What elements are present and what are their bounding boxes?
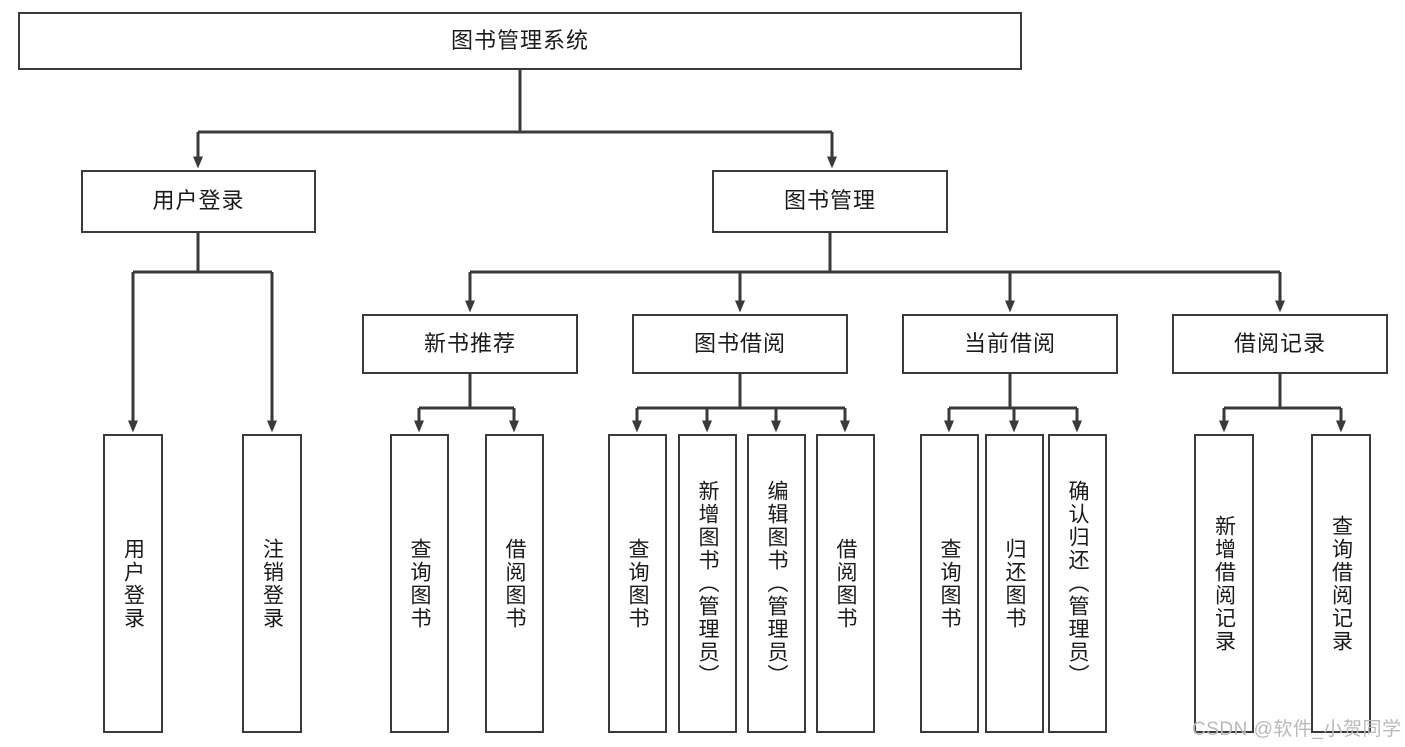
- node-leaf-borrow-book-2[interactable]: 借阅图书: [816, 434, 875, 733]
- node-leaf-borrow-book-2-label: 借阅图书: [834, 537, 858, 630]
- node-leaf-logout-login[interactable]: 注销登录: [242, 434, 302, 733]
- node-new-book-recommend[interactable]: 新书推荐: [362, 314, 578, 374]
- node-user-login[interactable]: 用户登录: [81, 170, 316, 233]
- node-book-management[interactable]: 图书管理: [712, 170, 948, 233]
- node-leaf-add-book-label: 新增图书（管理员）: [696, 480, 720, 687]
- node-borrow-record[interactable]: 借阅记录: [1172, 314, 1388, 374]
- node-leaf-add-book[interactable]: 新增图书（管理员）: [678, 434, 737, 733]
- node-leaf-query-book-2[interactable]: 查询图书: [608, 434, 667, 733]
- node-current-borrow[interactable]: 当前借阅: [902, 314, 1118, 374]
- node-leaf-borrow-book-1-label: 借阅图书: [503, 537, 527, 630]
- node-leaf-confirm-return[interactable]: 确认归还（管理员）: [1048, 434, 1107, 733]
- node-book-borrow-label: 图书借阅: [693, 330, 786, 356]
- node-book-borrow[interactable]: 图书借阅: [632, 314, 848, 374]
- node-leaf-borrow-book-1[interactable]: 借阅图书: [485, 434, 544, 733]
- node-leaf-add-borrow-record[interactable]: 新增借阅记录: [1194, 434, 1254, 733]
- node-leaf-query-book-2-label: 查询图书: [626, 537, 650, 630]
- node-leaf-add-borrow-record-label: 新增借阅记录: [1212, 514, 1236, 653]
- node-leaf-edit-book[interactable]: 编辑图书（管理员）: [747, 434, 806, 733]
- node-leaf-query-book-1-label: 查询图书: [408, 537, 432, 630]
- node-leaf-query-borrow-record-label: 查询借阅记录: [1329, 514, 1353, 653]
- node-leaf-edit-book-label: 编辑图书（管理员）: [765, 480, 789, 687]
- node-leaf-logout-login-label: 注销登录: [260, 537, 284, 630]
- node-user-login-label: 用户登录: [152, 188, 245, 214]
- node-leaf-query-book-3[interactable]: 查询图书: [920, 434, 979, 733]
- node-book-management-label: 图书管理: [783, 188, 876, 214]
- node-leaf-query-book-3-label: 查询图书: [938, 537, 962, 630]
- node-root[interactable]: 图书管理系统: [18, 12, 1022, 70]
- node-leaf-query-book-1[interactable]: 查询图书: [390, 434, 449, 733]
- node-root-label: 图书管理系统: [450, 27, 589, 53]
- node-leaf-confirm-return-label: 确认归还（管理员）: [1066, 480, 1090, 687]
- node-new-book-recommend-label: 新书推荐: [423, 330, 516, 356]
- node-borrow-record-label: 借阅记录: [1233, 330, 1326, 356]
- node-leaf-query-borrow-record[interactable]: 查询借阅记录: [1311, 434, 1371, 733]
- node-leaf-return-book[interactable]: 归还图书: [985, 434, 1044, 733]
- node-leaf-user-login[interactable]: 用户登录: [103, 434, 163, 733]
- node-leaf-user-login-label: 用户登录: [121, 537, 145, 630]
- node-leaf-return-book-label: 归还图书: [1003, 537, 1027, 630]
- node-current-borrow-label: 当前借阅: [963, 330, 1056, 356]
